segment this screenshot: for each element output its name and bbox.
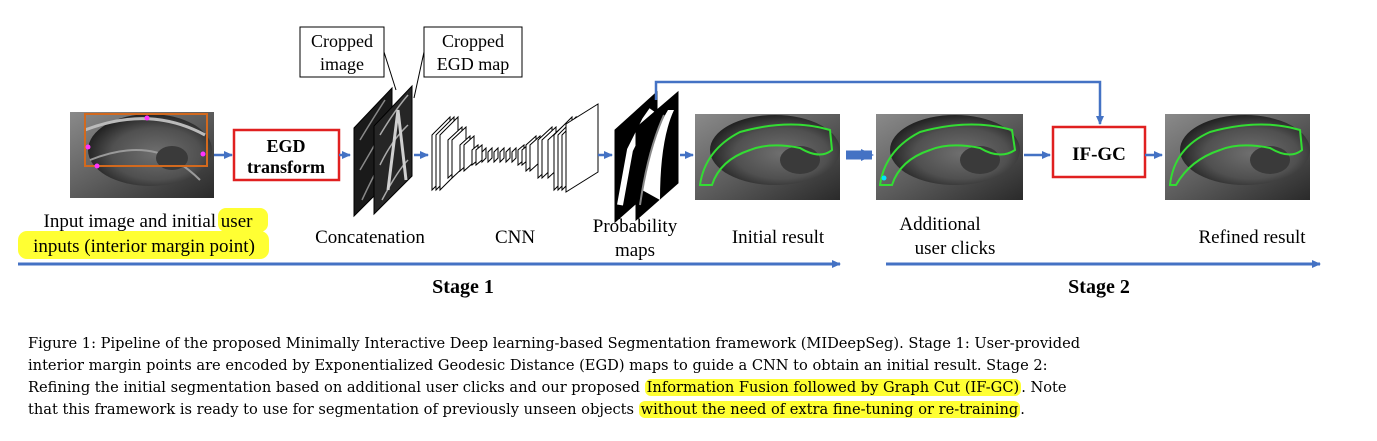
refined-result-label: Refined result xyxy=(1198,227,1306,248)
egd-transform-line1: EGD xyxy=(266,136,305,156)
probability-maps-line1: Probability xyxy=(593,216,678,237)
stage1-label: Stage 1 xyxy=(432,276,494,298)
stage2-label: Stage 2 xyxy=(1068,276,1130,298)
svg-text:Cropped: Cropped xyxy=(311,31,373,51)
user-click-point xyxy=(881,175,887,181)
egd-transform-box: EGD transform xyxy=(232,128,341,182)
input-caption: Input image and initial user inputs (int… xyxy=(18,208,269,259)
caption-text: . Note xyxy=(1021,379,1067,396)
callout-line xyxy=(383,51,397,91)
additional-clicks-image xyxy=(876,114,1023,200)
probability-maps xyxy=(614,90,679,224)
figure-caption: Figure 1: Pipeline of the proposed Minim… xyxy=(28,333,1358,421)
margin-point xyxy=(144,115,150,121)
pipeline-diagram: Input image and initial user inputs (int… xyxy=(18,26,1321,298)
caption-line: Figure 1: Pipeline of the proposed Minim… xyxy=(28,335,1081,352)
input-caption-line2: inputs (interior margin point) xyxy=(33,236,255,257)
caption-line: interior margin points are encoded by Ex… xyxy=(28,357,1048,374)
feedback-arrow xyxy=(654,80,1104,125)
svg-text:image: image xyxy=(320,54,364,74)
concatenation-stack xyxy=(353,84,413,218)
margin-point xyxy=(94,163,100,169)
probability-maps-line2: maps xyxy=(615,240,655,261)
callout-line xyxy=(413,51,425,99)
margin-point xyxy=(85,144,91,150)
if-gc-box: IF-GC xyxy=(1051,125,1147,179)
input-mri-image xyxy=(70,112,214,198)
initial-result-label: Initial result xyxy=(732,227,825,248)
if-gc-label: IF-GC xyxy=(1072,144,1126,165)
additional-clicks-line2: user clicks xyxy=(915,238,996,259)
segmentation-contour xyxy=(878,123,1017,186)
cropped-image-label: Cropped image xyxy=(299,26,385,78)
concatenation-label: Concatenation xyxy=(315,227,425,248)
svg-text:Cropped: Cropped xyxy=(442,31,504,51)
caption-text: . xyxy=(1020,401,1025,418)
caption-text: Refining the initial segmentation based … xyxy=(28,379,645,396)
caption-highlight: Information Fusion followed by Graph Cut… xyxy=(644,379,1022,396)
segmentation-contour xyxy=(698,123,834,186)
additional-clicks-line1: Additional xyxy=(899,214,980,235)
cnn-network xyxy=(431,103,599,193)
caption-line: Refining the initial segmentation based … xyxy=(28,377,1358,399)
cnn-label: CNN xyxy=(495,227,535,248)
input-bounding-box xyxy=(84,113,208,167)
refined-result-image xyxy=(1165,114,1310,200)
egd-transform-line2: transform xyxy=(247,157,325,177)
caption-text: that this framework is ready to use for … xyxy=(28,401,639,418)
caption-line: that this framework is ready to use for … xyxy=(28,399,1358,421)
margin-point xyxy=(200,151,206,157)
segmentation-contour xyxy=(1168,123,1304,186)
initial-result-image xyxy=(695,114,840,200)
svg-text:EGD map: EGD map xyxy=(437,54,509,74)
cropped-egd-label: Cropped EGD map xyxy=(423,26,523,78)
input-caption-line1: Input image and initial user xyxy=(44,211,254,232)
caption-highlight: without the need of extra fine-tuning or… xyxy=(638,401,1021,418)
